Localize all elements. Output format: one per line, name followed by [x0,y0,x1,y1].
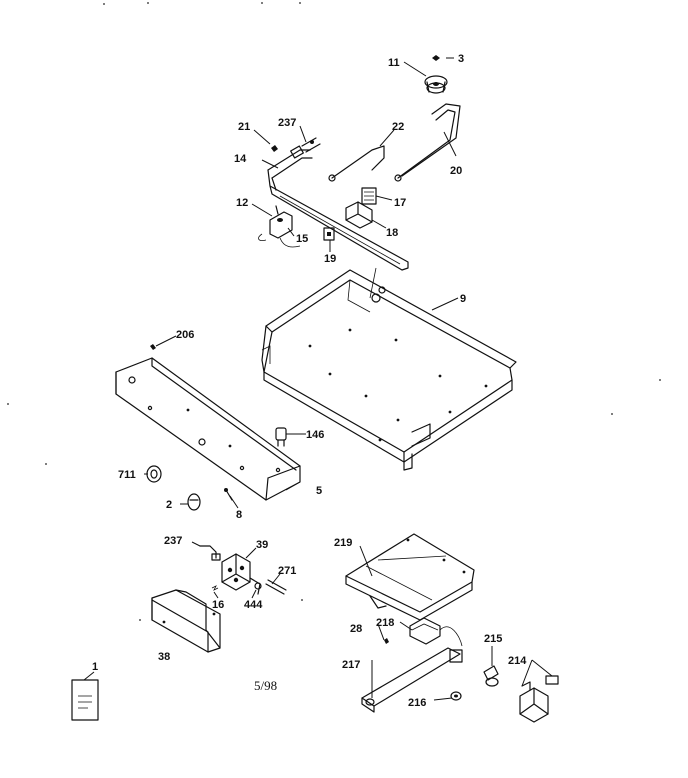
label-215: 215 [484,633,502,645]
label-237-lower: 237 [164,535,182,547]
label-271: 271 [278,565,296,577]
label-5: 5 [316,485,322,497]
part-216-washer [450,691,462,701]
label-2: 2 [166,499,172,511]
label-217: 217 [342,659,360,671]
label-146: 146 [306,429,324,441]
label-218: 218 [376,617,394,629]
part-2-bushing [187,493,201,511]
part-711-grommet [146,465,162,483]
scan-specks [7,2,661,621]
label-15: 15 [296,233,308,245]
part-1-literature [71,679,99,721]
label-28: 28 [350,623,362,635]
label-22: 22 [392,121,404,133]
part-12-15-igniter-bracket [258,205,301,248]
part-5-manifold-panel [115,357,301,501]
label-444: 444 [244,599,263,611]
label-711: 711 [118,469,136,481]
label-21: 21 [238,121,250,133]
part-271-pin [265,579,287,595]
callout-labels: 11 3 21 237 22 14 20 17 12 15 18 19 9 20… [92,53,527,709]
part-17-valve [361,187,377,205]
part-237-valve-top [290,137,321,159]
label-14: 14 [234,153,247,165]
label-219: 219 [334,537,352,549]
part-38-cover [151,589,221,653]
label-16: 16 [212,599,224,611]
label-20: 20 [450,165,462,177]
label-9: 9 [460,293,466,305]
label-19: 19 [324,253,336,265]
label-214: 214 [508,655,527,667]
part-217-igniter-bracket [361,647,463,713]
part-214-igniter-module [519,675,559,723]
label-18: 18 [386,227,398,239]
part-215-fitting [483,665,499,687]
part-21-screw [271,145,278,152]
part-18-bracket [345,201,373,229]
label-38: 38 [158,651,170,663]
label-206: 206 [176,329,194,341]
part-146-clip [275,427,287,447]
label-3: 3 [458,53,464,65]
part-8-screw [224,488,233,501]
label-11: 11 [388,57,400,69]
part-219-heat-shield [345,533,475,621]
part-3-screw [432,55,440,61]
part-444-fitting [249,577,262,595]
part-9-burner-tray [261,267,517,471]
part-28-screw [384,638,389,644]
leader-lines [83,57,553,701]
part-14-manifold-pipe [267,149,409,271]
date-code: 5/98 [254,678,277,693]
label-17: 17 [394,197,406,209]
label-39: 39 [256,539,268,551]
label-12: 12 [236,197,248,209]
label-216: 216 [408,697,426,709]
part-237-valve-bottom [199,545,221,561]
part-218-switch [409,617,463,647]
part-11-burner-head [424,75,448,94]
part-19-clip [323,227,335,241]
label-8: 8 [236,509,242,521]
part-206-screw [150,344,156,350]
part-39-valve [221,553,251,591]
part-16-spring [211,585,219,591]
label-237: 237 [278,117,296,129]
label-1: 1 [92,661,98,673]
part-22-thermocouple [328,145,385,182]
part-20-tube [394,103,461,182]
